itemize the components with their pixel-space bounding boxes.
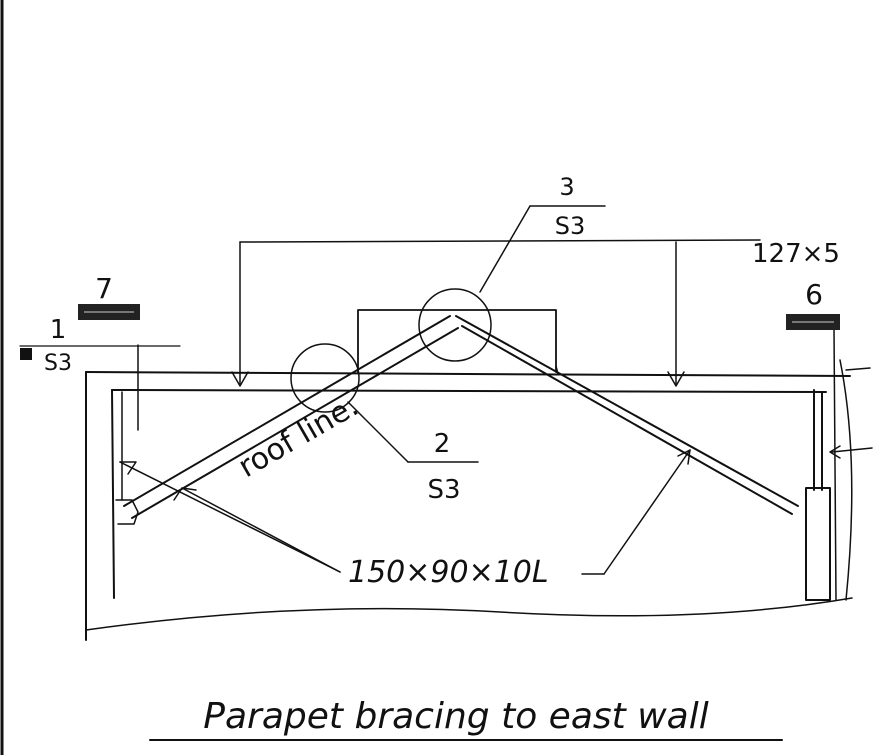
callout-detail-3: 3 S3 (479, 173, 606, 293)
detail-2-sheet: S3 (427, 475, 460, 505)
top-member-label: 127×5 (752, 239, 840, 269)
right-wall (805, 329, 873, 601)
callout-detail-2: 2 S3 (347, 401, 479, 505)
drawing-title-group: Parapet bracing to east wall (149, 696, 783, 741)
left-diagonal-brace (123, 315, 459, 519)
detail-3-number: 3 (559, 173, 574, 201)
member-section-label: 150×90×10L (348, 555, 549, 590)
detail-3-sheet: S3 (555, 212, 586, 240)
callout-detail-6: 6 (786, 278, 840, 330)
detail-7-number: 7 (95, 272, 113, 305)
detail-1-marker-icon (20, 348, 32, 360)
drawing-title: Parapet bracing to east wall (203, 696, 708, 737)
ground-line (85, 597, 853, 631)
left-wall (85, 344, 139, 641)
top-member-line (231, 239, 761, 387)
detail-1-sheet: S3 (44, 351, 72, 376)
detail-3-circle (418, 288, 492, 362)
detail-2-number: 2 (434, 429, 451, 459)
callout-detail-1: 1 S3 (19, 315, 181, 376)
detail-6-number: 6 (805, 278, 823, 311)
detail-1-number: 1 (50, 315, 67, 345)
detail-2-circle (290, 343, 360, 413)
member-section-callout: 150×90×10L (119, 449, 691, 590)
ridge-box (357, 309, 557, 373)
right-diagonal-brace (455, 315, 799, 515)
roof-beam (85, 371, 851, 393)
roof-line-label: roof line. (233, 389, 365, 485)
callout-detail-7: 7 (78, 272, 140, 320)
